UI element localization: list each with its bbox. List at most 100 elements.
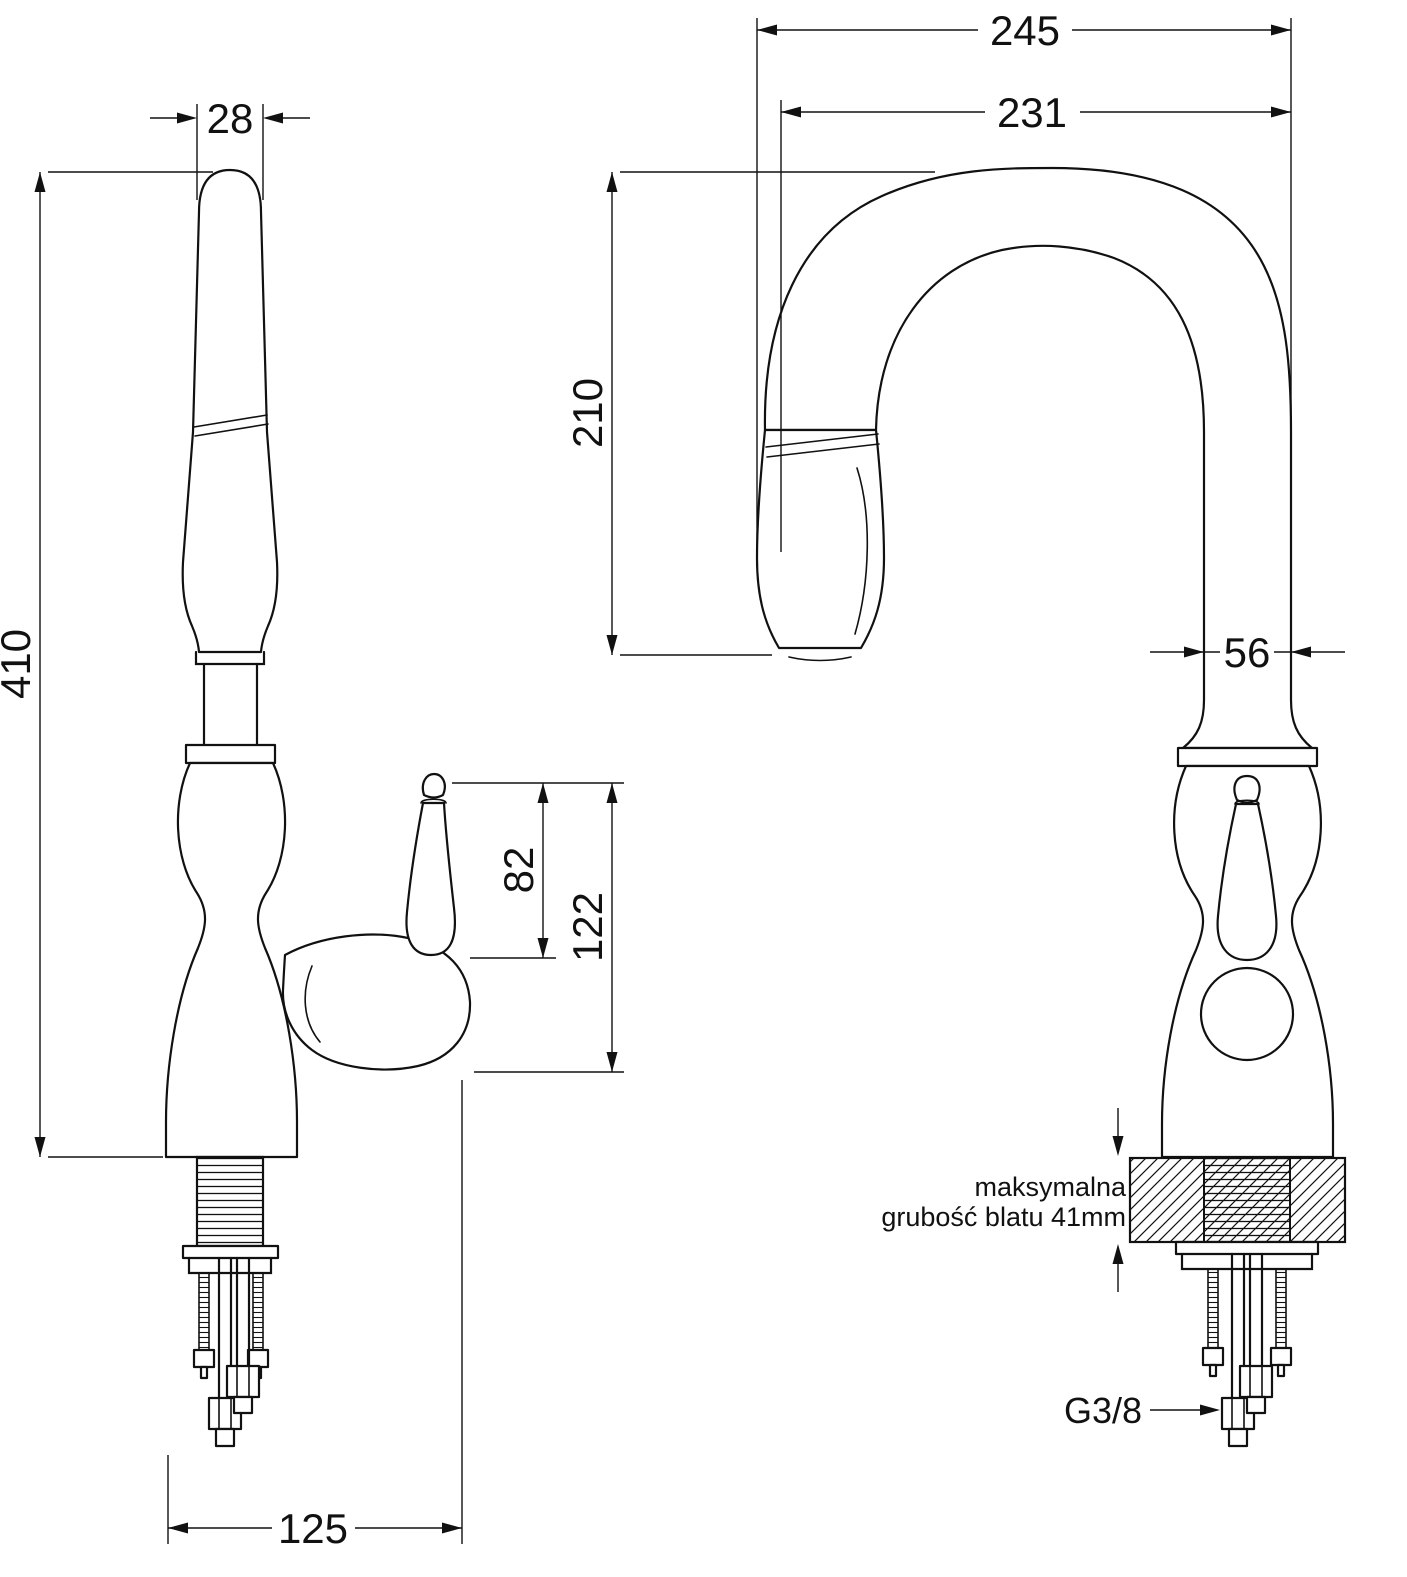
hose-nut <box>1238 1364 1274 1399</box>
arrowhead-down <box>606 635 618 655</box>
dim-label-handle-height: 122 <box>564 892 611 962</box>
handle-base-contour <box>304 965 321 1043</box>
stud-nut <box>1201 1346 1225 1367</box>
spout-seam-line <box>193 414 268 428</box>
arrowhead-right <box>442 1522 462 1534</box>
extension-line <box>620 171 935 656</box>
arrowhead-left <box>781 106 801 118</box>
spray-outlet-rim <box>788 656 852 662</box>
arrowhead-down <box>34 1137 46 1157</box>
extension-line <box>167 1080 463 1544</box>
hose-tip <box>1245 1395 1267 1415</box>
hose-tip <box>214 1427 236 1448</box>
hose-tube <box>235 1256 251 1368</box>
dim-label-thread-size: G3/8 <box>1064 1390 1142 1431</box>
dim-overall-reach: 245 <box>756 7 1292 552</box>
arrowhead-right <box>177 112 197 124</box>
spray-head-right <box>755 428 886 662</box>
arrowhead-up <box>606 783 618 803</box>
dim-base-depth: 125 <box>167 1080 463 1552</box>
arrowhead-down <box>537 938 549 958</box>
dim-spout-height: 210 <box>564 171 935 656</box>
body-collar-left <box>184 743 277 765</box>
countertop-note-line2: grubość blatu 41mm <box>881 1202 1126 1232</box>
stud-nut <box>192 1348 216 1369</box>
hose-nut-facets <box>236 1365 250 1398</box>
washer-plate <box>181 1244 280 1260</box>
mounting-shank-left <box>181 1155 280 1275</box>
spout-head-outline <box>181 168 279 654</box>
stud <box>1275 1268 1287 1349</box>
stud-nut <box>246 1348 270 1369</box>
hose-tube <box>1248 1252 1264 1368</box>
dim-label-lever-top-height: 82 <box>495 847 542 894</box>
arrowhead-down <box>1112 1136 1124 1156</box>
neck-ring <box>194 650 266 666</box>
dim-spout-top-width: 28 <box>150 95 310 200</box>
arrowhead-right <box>1271 106 1291 118</box>
stud-tip <box>1208 1363 1218 1378</box>
hose-tip <box>232 1395 254 1415</box>
dim-total-height: 410 <box>0 171 213 1158</box>
spray-head-seam <box>766 443 880 458</box>
handle-front <box>1199 774 1295 1062</box>
extension-line <box>452 782 624 959</box>
arrowhead-up <box>537 783 549 803</box>
arrowhead-up <box>34 172 46 192</box>
dim-label-overall-reach: 245 <box>990 7 1060 54</box>
spray-head-outline <box>755 428 886 650</box>
dim-lever-top-height: 82 <box>452 782 624 959</box>
arrowhead-up <box>1112 1244 1124 1264</box>
handle-cap-circle <box>1199 966 1295 1062</box>
spout-neck-left <box>194 650 266 747</box>
dim-handle-height: 122 <box>474 783 624 1073</box>
lever-knob-front <box>1233 774 1261 804</box>
left-view: 28 410 82 122 <box>0 95 624 1552</box>
arrowhead-up <box>606 172 618 192</box>
handle-base-left <box>281 933 472 1071</box>
lever-knob-base <box>420 798 447 804</box>
dim-inner-reach: 231 <box>780 89 1291 552</box>
stud <box>1207 1268 1219 1349</box>
countertop-note-line1: maksymalna <box>974 1172 1127 1202</box>
dim-label-base-depth: 125 <box>278 1505 348 1552</box>
lever-knob-base-front <box>1234 799 1260 805</box>
dim-label-spout-height: 210 <box>564 378 611 448</box>
arrowhead-left <box>757 24 777 36</box>
mounting-hardware-left <box>192 1256 270 1448</box>
washer-plate <box>1174 1240 1320 1256</box>
mounting-bracket <box>1180 1252 1314 1271</box>
hose-tip <box>1227 1427 1249 1448</box>
spray-trigger-contour <box>854 467 869 635</box>
arrowhead-left <box>263 112 283 124</box>
lever-left <box>405 772 456 957</box>
arrowhead-right <box>1184 646 1204 658</box>
spout-seam-line <box>194 423 269 437</box>
stud-tip <box>199 1365 209 1380</box>
shank-threads <box>195 1155 265 1248</box>
thread-size-callout: G3/8 <box>1064 1390 1220 1431</box>
dim-body-width: 56 <box>1150 629 1345 676</box>
lever-knob <box>421 772 446 799</box>
hose-nut-facets <box>1231 1397 1245 1430</box>
stud-tip <box>1276 1363 1286 1378</box>
spout-head-left <box>181 168 279 654</box>
hose-nut-facets <box>218 1397 232 1430</box>
arrowhead-right <box>1271 24 1291 36</box>
body-collar-right <box>1176 746 1319 768</box>
arrowhead-down <box>606 1052 618 1072</box>
extension-line <box>196 104 264 200</box>
countertop <box>1128 1156 1347 1244</box>
spray-head-seam <box>765 433 879 448</box>
handle-base-cap <box>281 933 472 1071</box>
right-view: maksymalna grubość blatu 41mm <box>564 7 1347 1448</box>
dim-label-total-height: 410 <box>0 629 39 699</box>
extension-line <box>756 18 1292 552</box>
arrowhead-right <box>1200 1404 1220 1416</box>
stud <box>198 1272 210 1351</box>
stud <box>252 1272 264 1351</box>
shank-through-countertop <box>1203 1157 1291 1243</box>
lever-body <box>405 801 456 957</box>
